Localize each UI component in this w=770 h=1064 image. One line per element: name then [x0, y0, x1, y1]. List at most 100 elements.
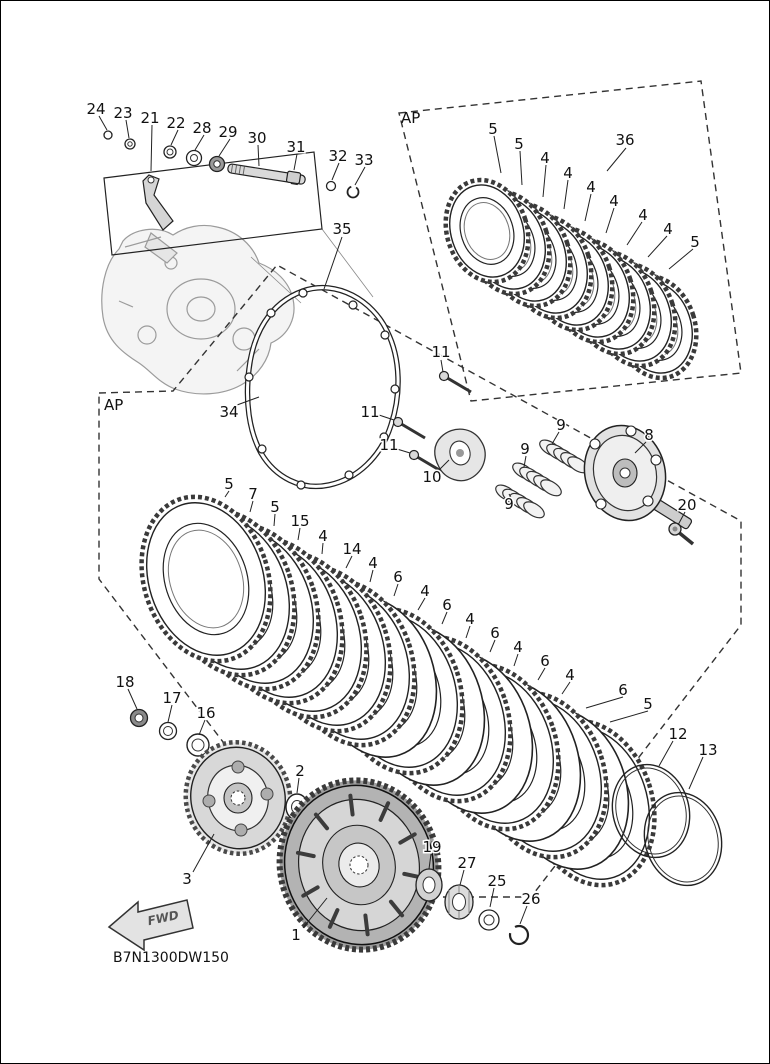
leader-lines: [98, 115, 704, 929]
callout-labels: 24 23 21 22 28 29 30 31 32 33 5 5 4 4 4 …: [85, 99, 719, 946]
callout-5b: 5: [514, 135, 524, 153]
callout-16: 16: [196, 704, 215, 722]
callout-5a: 5: [488, 120, 498, 138]
callout-m4b: 4: [368, 554, 378, 572]
callout-33: 33: [354, 151, 373, 169]
callout-27: 27: [457, 854, 476, 872]
washer-24: [103, 130, 113, 140]
callout-11b: 11: [360, 403, 379, 421]
callout-34: 34: [219, 403, 238, 421]
callout-4e: 4: [638, 206, 648, 224]
wire-ring-12: [611, 763, 691, 859]
lever-detail-box: [103, 151, 323, 256]
callout-31: 31: [286, 138, 305, 156]
callout-1: 1: [291, 926, 301, 944]
callout-35: 35: [332, 220, 351, 238]
diagram-code: B7N1300DW150: [113, 950, 229, 966]
callout-4d: 4: [609, 192, 619, 210]
callout-m5a: 5: [224, 475, 234, 493]
callout-4b: 4: [563, 164, 573, 182]
callout-15: 15: [290, 512, 309, 530]
callout-10: 10: [422, 468, 441, 486]
crankcase-art: [101, 224, 295, 395]
fwd-label: FWD: [146, 908, 180, 928]
callout-7: 7: [248, 485, 258, 503]
callout-m6b: 6: [442, 596, 452, 614]
ap-label-mid: AP: [104, 396, 123, 414]
callout-25: 25: [487, 872, 506, 890]
callout-m4d: 4: [465, 610, 475, 628]
callout-14: 14: [342, 540, 361, 558]
washer-17: [158, 721, 178, 741]
collar-27: [444, 884, 474, 920]
callout-17: 17: [162, 689, 181, 707]
washer-23: [124, 138, 136, 150]
callout-m6d: 6: [540, 652, 550, 670]
callout-4c: 4: [586, 178, 596, 196]
circlip-26: [508, 924, 530, 946]
callout-30: 30: [247, 129, 266, 147]
wire-ring-13: [643, 791, 723, 887]
pressure-plate-8: [583, 424, 693, 530]
clutch-housing-1: [276, 777, 442, 953]
circlip-33: [346, 185, 360, 199]
callout-26: 26: [521, 890, 540, 908]
callout-28: 28: [192, 119, 211, 137]
ap-label-top: AP: [401, 109, 420, 127]
callout-18: 18: [115, 673, 134, 691]
release-lever-21: [142, 174, 174, 231]
collar-31: [285, 170, 302, 185]
callout-m4e: 4: [513, 638, 523, 656]
clutch-boss-3: [183, 740, 293, 856]
callout-29: 29: [218, 123, 237, 141]
callout-21: 21: [140, 109, 159, 127]
callout-20: 20: [677, 496, 696, 514]
callout-9c: 9: [504, 495, 514, 513]
washer-25: [478, 909, 500, 931]
callout-m5c: 5: [643, 695, 653, 713]
callout-m4f: 4: [565, 666, 575, 684]
callout-m6a: 6: [393, 568, 403, 586]
callout-9b: 9: [520, 440, 530, 458]
seal-28: [185, 149, 203, 167]
callout-11a: 11: [431, 343, 450, 361]
callout-24: 24: [86, 100, 105, 118]
spacer-19: [415, 868, 443, 902]
callout-m6e: 6: [618, 681, 628, 699]
callout-9a: 9: [556, 416, 566, 434]
callout-12: 12: [668, 725, 687, 743]
nut-18: [129, 708, 149, 728]
callout-2: 2: [295, 762, 305, 780]
plate-stack-detail: [443, 177, 699, 381]
callout-m4a: 4: [318, 527, 328, 545]
callout-19: 19: [422, 838, 441, 856]
callout-4a: 4: [540, 149, 550, 167]
callout-23: 23: [113, 104, 132, 122]
callout-m5b: 5: [270, 498, 280, 516]
small-parts-row: [103, 130, 360, 199]
callout-32: 32: [328, 147, 347, 165]
bolt-20: [668, 522, 695, 546]
bolts-11: [392, 370, 472, 473]
callout-m4c: 4: [420, 582, 430, 600]
callout-11c: 11: [379, 436, 398, 454]
washer-32: [325, 180, 337, 192]
callout-8: 8: [644, 426, 654, 444]
clutch-plate: [443, 177, 531, 285]
ap-region-mid: [98, 264, 742, 898]
plate-stack-main: [139, 494, 657, 888]
lifter-plate-10: [434, 428, 486, 482]
fwd-arrow-icon: FWD: [107, 899, 194, 952]
callout-m6c: 6: [490, 624, 500, 642]
callout-22: 22: [166, 114, 185, 132]
ring-22: [163, 145, 177, 159]
callout-13: 13: [698, 741, 717, 759]
callout-4f: 4: [663, 220, 673, 238]
callout-36: 36: [615, 131, 634, 149]
clutch-plate: [139, 494, 273, 664]
washer-16: [186, 733, 210, 757]
callout-3: 3: [182, 870, 192, 888]
callout-5c: 5: [690, 233, 700, 251]
